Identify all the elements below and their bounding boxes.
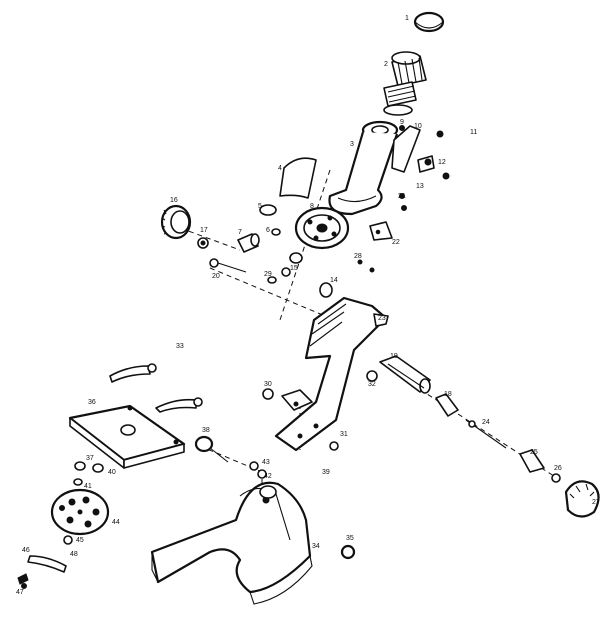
part-stage-plate <box>68 404 186 469</box>
callout-33: 33 <box>176 343 184 350</box>
part-focus-knob <box>383 51 427 116</box>
callout-3: 3 <box>350 141 354 148</box>
part-horseshoe-base <box>150 481 313 605</box>
callout-27: 27 <box>592 499 600 506</box>
callout-25: 25 <box>530 449 538 456</box>
callout-32: 32 <box>368 381 376 388</box>
callout-4: 4 <box>278 165 282 172</box>
part-long-screw <box>209 258 247 273</box>
callout-42: 42 <box>264 473 272 480</box>
part-diaphragm-lever <box>17 535 73 589</box>
callout-17: 17 <box>200 227 208 234</box>
callout-5: 5 <box>258 203 262 210</box>
part-arm <box>274 296 389 452</box>
part-washer <box>197 237 209 249</box>
callout-20: 20 <box>212 273 220 280</box>
part-body-tube <box>328 120 399 216</box>
part-gear-disc <box>294 206 350 250</box>
callout-44: 44 <box>112 519 120 526</box>
callout-14: 14 <box>330 277 338 284</box>
part-small-lens <box>259 204 281 236</box>
callout-39: 39 <box>322 469 330 476</box>
callout-1: 1 <box>405 15 409 22</box>
part-drive-shaft <box>366 355 561 483</box>
part-curved-shield <box>279 157 317 199</box>
part-clamp-bracket <box>391 125 450 211</box>
callout-21: 21 <box>398 193 406 200</box>
callout-43: 43 <box>262 459 270 466</box>
callout-30: 30 <box>264 381 272 388</box>
callout-29: 29 <box>264 271 272 278</box>
callout-47: 47 <box>16 589 24 596</box>
callout-36: 36 <box>88 399 96 406</box>
callout-37: 37 <box>86 455 94 462</box>
part-base-screws <box>249 388 356 560</box>
callout-31: 31 <box>340 431 348 438</box>
callout-48: 48 <box>70 551 78 558</box>
callout-35: 35 <box>346 535 354 542</box>
callout-41: 41 <box>84 483 92 490</box>
part-small-plate <box>369 221 393 241</box>
part-eyepiece <box>237 233 260 253</box>
callout-10: 10 <box>414 123 422 130</box>
callout-9: 9 <box>400 119 404 126</box>
callout-7: 7 <box>238 229 242 236</box>
callout-24: 24 <box>482 419 490 426</box>
part-end-knob <box>564 480 600 518</box>
callout-26: 26 <box>554 465 562 472</box>
callout-40: 40 <box>108 469 116 476</box>
callout-34: 34 <box>312 543 320 550</box>
callout-12: 12 <box>438 159 446 166</box>
callout-11: 11 <box>470 129 477 136</box>
part-spring-clips <box>109 363 203 413</box>
callout-19: 19 <box>390 353 398 360</box>
callout-labels: 1 2 3 4 5 6 7 8 9 10 11 12 13 14 15 16 1… <box>16 15 600 596</box>
callout-2: 2 <box>384 61 388 68</box>
part-cap <box>413 11 445 33</box>
callout-8: 8 <box>310 203 314 210</box>
callout-23: 23 <box>378 315 386 322</box>
part-diaphragm-disc <box>50 461 110 536</box>
part-nuts <box>267 252 375 298</box>
callout-13: 13 <box>416 183 424 190</box>
callout-45: 45 <box>76 537 84 544</box>
callout-38: 38 <box>202 427 210 434</box>
callout-6: 6 <box>266 227 270 234</box>
callout-28: 28 <box>354 253 362 260</box>
part-knurled-wheel <box>160 204 192 240</box>
callout-16: 16 <box>170 197 178 204</box>
callout-15: 15 <box>290 265 298 272</box>
callout-22: 22 <box>392 239 400 246</box>
part-stage-screw <box>194 435 229 463</box>
callout-46: 46 <box>22 547 30 554</box>
callout-18: 18 <box>444 391 452 398</box>
